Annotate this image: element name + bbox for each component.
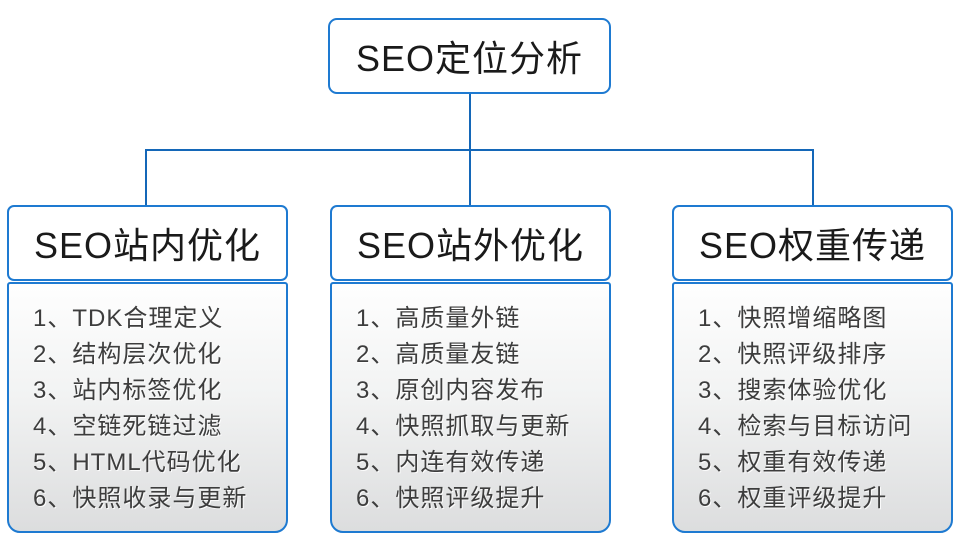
branch-weight-transfer: SEO权重传递 1、快照增缩略图 2、快照评级排序 3、搜索体验优化 4、检索与… — [672, 205, 953, 533]
branch-title: SEO权重传递 — [672, 205, 953, 281]
list-item: 4、快照抓取与更新 — [356, 413, 571, 440]
list-item: 1、高质量外链 — [356, 305, 521, 332]
list-item: 1、TDK合理定义 — [33, 305, 224, 332]
list-item: 6、快照评级提升 — [356, 485, 546, 512]
branch-offsite-optimization: SEO站外优化 1、高质量外链 2、高质量友链 3、原创内容发布 4、快照抓取与… — [330, 205, 611, 533]
branch-title: SEO站内优化 — [7, 205, 288, 281]
list-item: 4、检索与目标访问 — [698, 413, 913, 440]
branch-item-list: 1、快照增缩略图 2、快照评级排序 3、搜索体验优化 4、检索与目标访问 5、权… — [672, 282, 953, 533]
list-item: 6、快照收录与更新 — [33, 485, 248, 512]
branch-title: SEO站外优化 — [330, 205, 611, 281]
branch-onsite-optimization: SEO站内优化 1、TDK合理定义 2、结构层次优化 3、站内标签优化 4、空链… — [7, 205, 288, 533]
list-item: 3、原创内容发布 — [356, 377, 546, 404]
list-item: 5、权重有效传递 — [698, 449, 888, 476]
list-item: 2、高质量友链 — [356, 341, 521, 368]
branch-item-list: 1、高质量外链 2、高质量友链 3、原创内容发布 4、快照抓取与更新 5、内连有… — [330, 282, 611, 533]
list-item: 4、空链死链过滤 — [33, 413, 223, 440]
list-item: 6、权重评级提升 — [698, 485, 888, 512]
root-node: SEO定位分析 — [328, 18, 611, 94]
list-item: 2、结构层次优化 — [33, 341, 223, 368]
branch-item-list: 1、TDK合理定义 2、结构层次优化 3、站内标签优化 4、空链死链过滤 5、H… — [7, 282, 288, 533]
list-item: 1、快照增缩略图 — [698, 305, 888, 332]
list-item: 2、快照评级排序 — [698, 341, 888, 368]
list-item: 3、站内标签优化 — [33, 377, 223, 404]
list-item: 5、内连有效传递 — [356, 449, 546, 476]
list-item: 3、搜索体验优化 — [698, 377, 888, 404]
list-item: 5、HTML代码优化 — [33, 449, 242, 476]
